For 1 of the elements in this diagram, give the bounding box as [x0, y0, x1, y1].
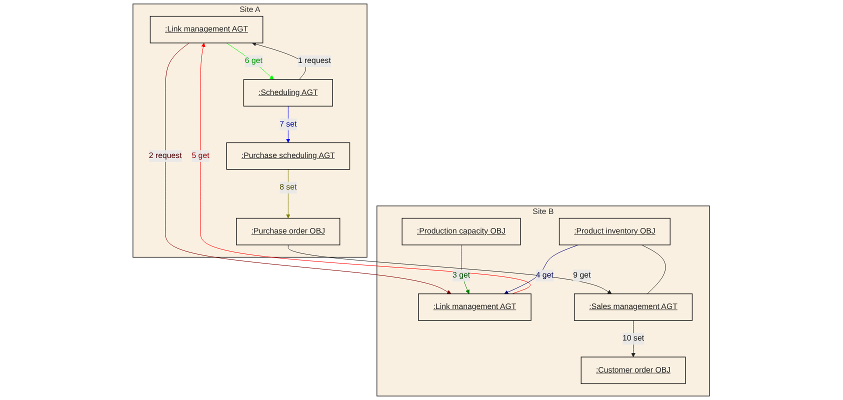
connector	[642, 244, 666, 294]
